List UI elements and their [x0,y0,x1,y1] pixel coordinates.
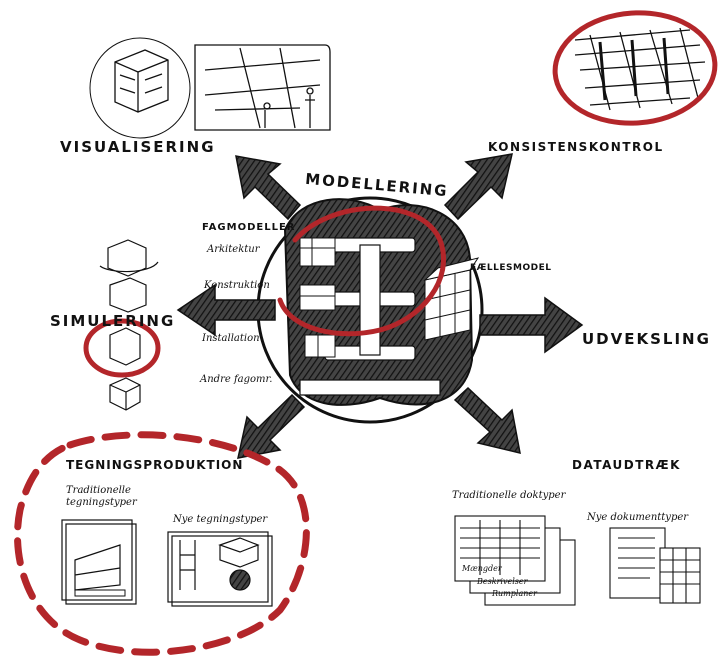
label-visualisering: VISUALISERING [60,138,216,156]
model-connectors [299,237,441,396]
arrow-to-udveksling [479,296,584,354]
label-simulering: SIMULERING [50,312,176,330]
simulering-red-ring [83,318,161,378]
fag-item-arkitektur: Arkitektur [207,244,260,255]
konsistens-red-ring [552,10,718,126]
data-new-label: Nye dokumenttyper [587,512,689,523]
fag-item-installation: Installation [202,333,260,344]
label-dataudtraek: DATAUDTRÆK [572,458,681,472]
data-doc-maengder: Mængder [462,564,502,573]
arrow-to-konsistenskontrol [443,153,513,221]
red-highlight-loop [277,205,447,337]
arrow-to-dataudtraek [453,386,521,454]
tegning-new-label: Nye tegningstyper [173,514,268,525]
data-sketch [454,515,701,606]
visualisering-sketch [89,37,331,139]
arrow-to-tegningsproduktion [237,393,306,459]
data-doc-beskrivelser: Beskrivelser [477,577,528,586]
label-tegningsproduktion: TEGNINGSPRODUKTION [66,458,244,472]
konsistens-sketch [574,27,706,111]
simulering-sketch [99,239,159,411]
arrows [176,153,584,459]
tegning-sketch [61,519,273,607]
arrow-to-simulering [176,283,276,337]
data-traditional-label: Traditionelle doktyper [452,490,566,501]
arrow-to-visualisering [235,155,302,221]
label-udveksling: UDVEKSLING [582,330,711,348]
tegning-traditional-label: Traditionelle tegningstyper [66,485,137,508]
label-faellesmodel: FÆLLESMODEL [470,263,552,273]
label-konsistenskontrol: KONSISTENSKONTROL [488,140,664,154]
discipline-blocks [299,237,336,358]
label-fagmodeller: FAGMODELLER [202,222,296,233]
data-doc-rumplaner: Rumplaner [492,589,537,598]
fag-item-konstruktion: Konstruktion [204,280,270,291]
tegning-red-dashed-ring [14,431,310,656]
central-model [256,196,484,424]
fag-item-andre: Andre fagomr. [200,374,273,385]
